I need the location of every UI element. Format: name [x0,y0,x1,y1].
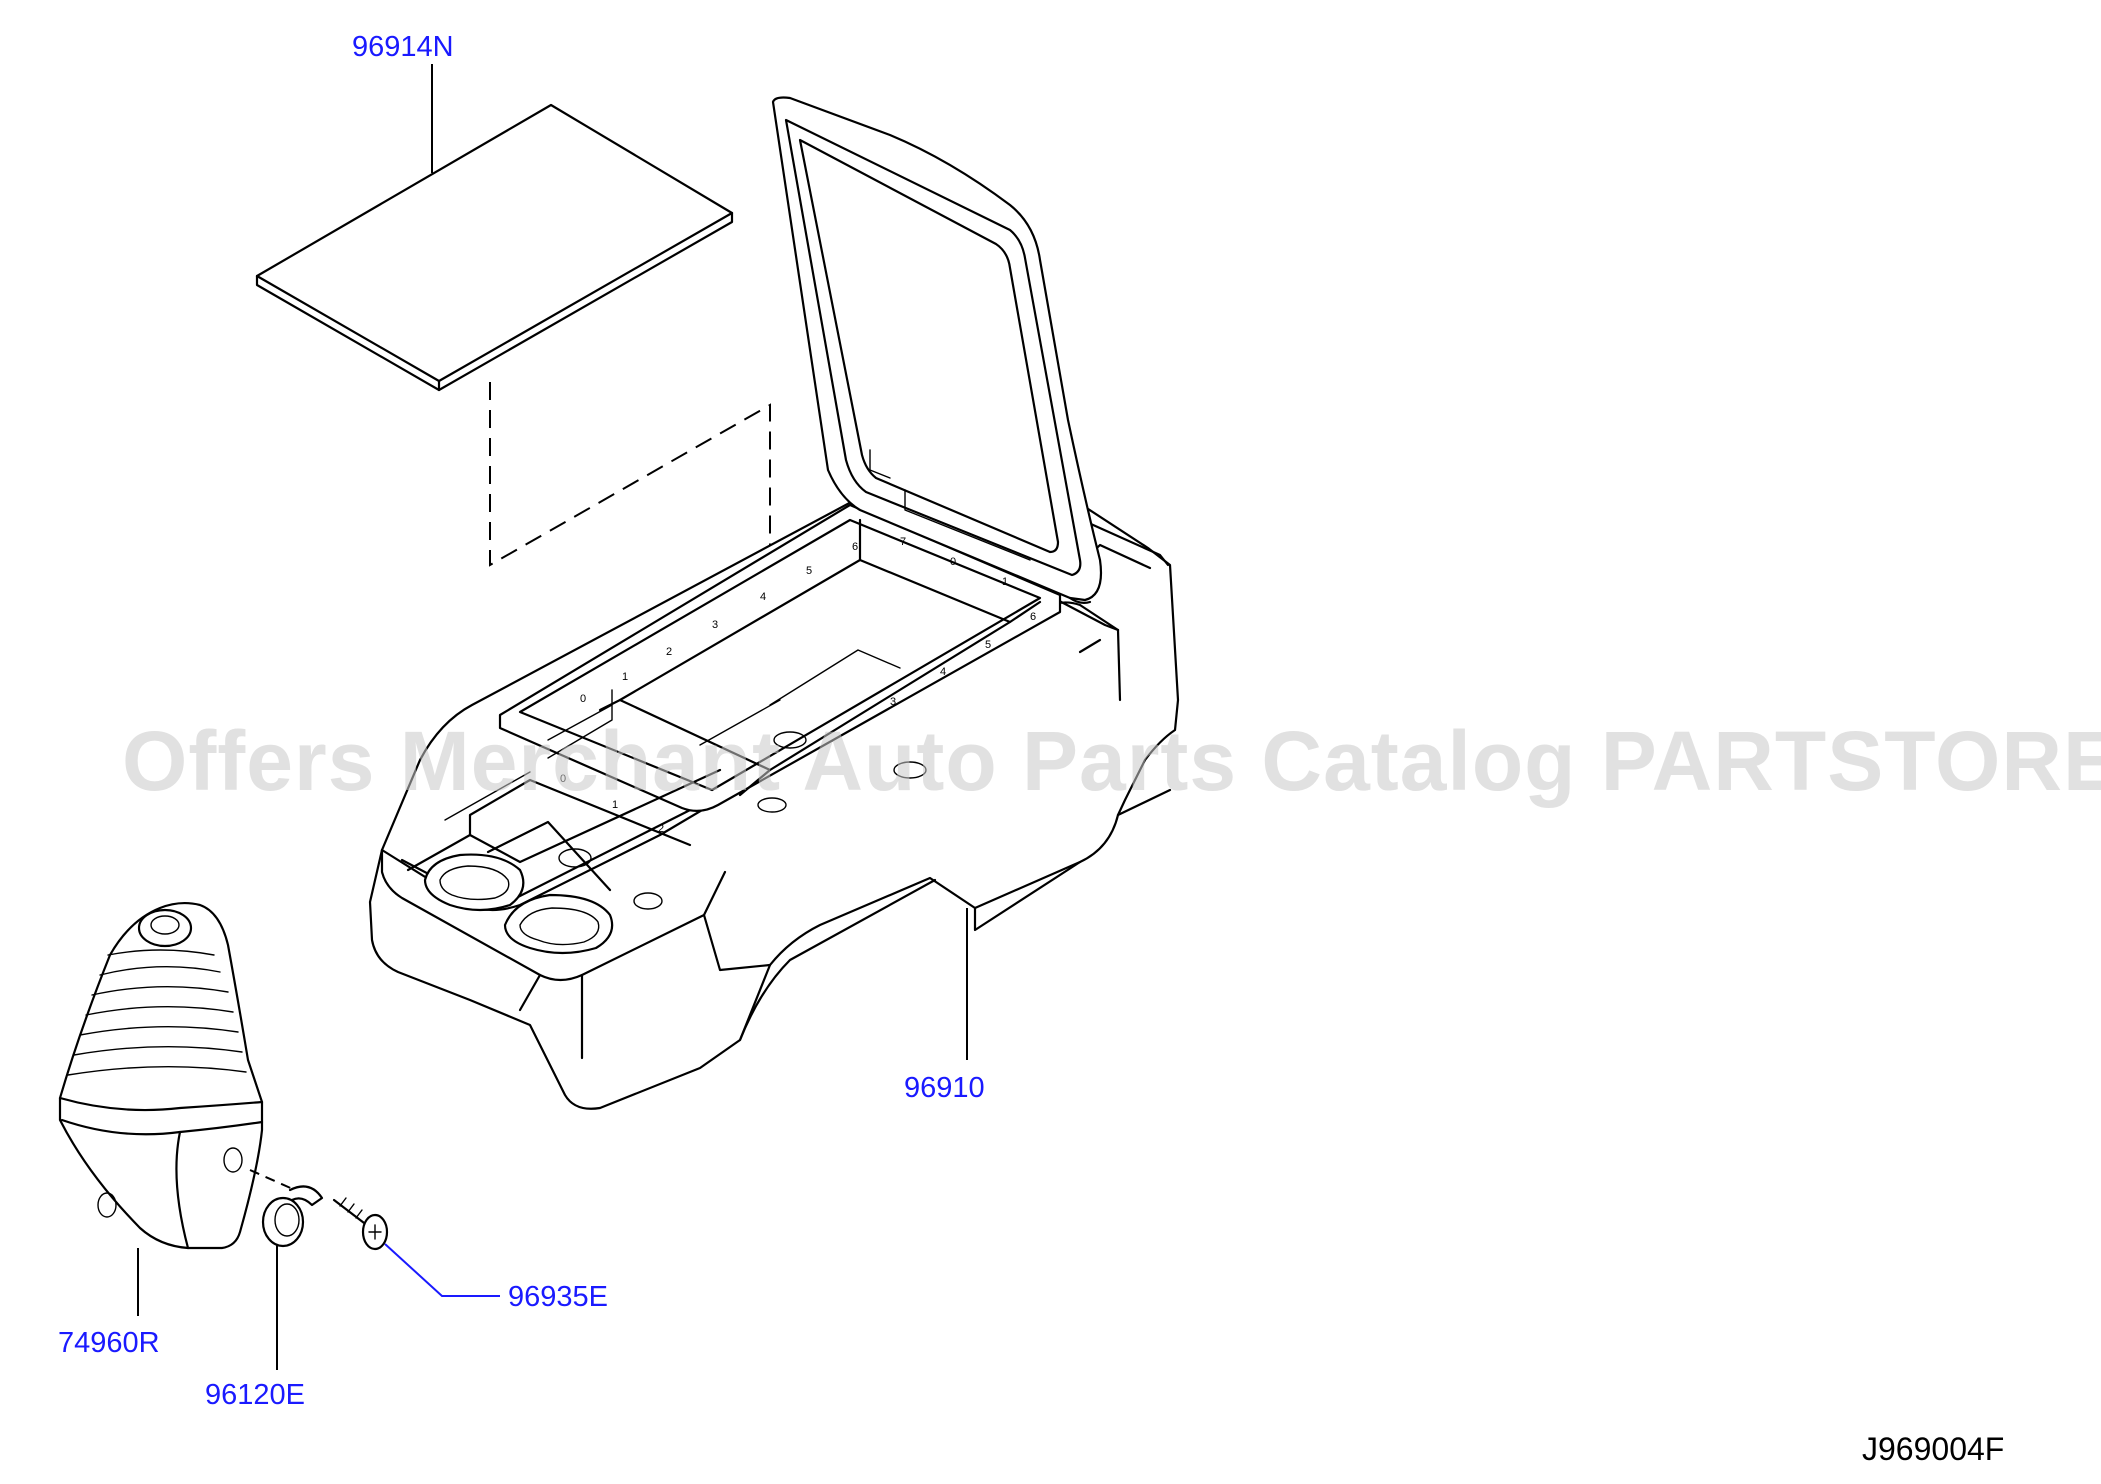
svg-text:1: 1 [1002,576,1008,588]
callout-96935E[interactable]: 96935E [508,1281,608,1313]
svg-text:5: 5 [985,639,991,651]
watermark: Offers Merchant Auto Parts Catalog PARTS… [122,714,2101,808]
callout-96120E[interactable]: 96120E [205,1379,305,1411]
svg-text:4: 4 [760,591,766,603]
svg-text:1: 1 [622,671,628,683]
svg-text:7: 7 [900,536,906,548]
callout-96910[interactable]: 96910 [904,1072,985,1104]
svg-text:0: 0 [950,556,956,568]
svg-text:3: 3 [712,619,718,631]
mat-fit-guide [489,382,771,632]
callout-74960R[interactable]: 74960R [58,1327,160,1359]
leader-96935E [384,1243,500,1297]
svg-text:3: 3 [890,696,896,708]
console-mat [255,103,734,392]
svg-text:0: 0 [580,693,586,705]
shift-boot [58,901,264,1250]
svg-text:5: 5 [806,565,812,577]
svg-text:1: 1 [612,799,618,811]
svg-text:6: 6 [852,541,858,553]
svg-text:6: 6 [1030,611,1036,623]
svg-text:4: 4 [940,666,946,678]
svg-text:2: 2 [666,646,672,658]
console-box: 0 1 2 3 4 5 6 7 0 1 6 5 4 3 1 2 0 [368,96,1180,1110]
screw [332,1197,389,1251]
svg-text:2: 2 [658,823,664,835]
callout-96914N[interactable]: 96914N [352,31,454,63]
retaining-clip [261,1185,324,1248]
diagram-reference-code: J969004F [1862,1431,2004,1467]
svg-text:0: 0 [560,773,566,785]
